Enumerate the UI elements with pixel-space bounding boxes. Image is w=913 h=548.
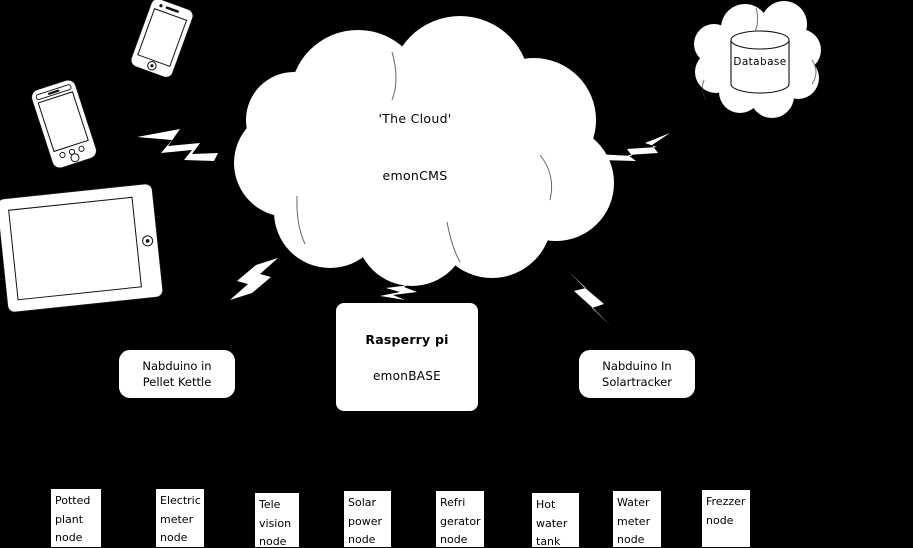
node-label-line: node [259, 535, 287, 548]
node-label-line: Frezzer [706, 495, 746, 508]
node-label-line: node [440, 533, 468, 546]
cloud-title: 'The Cloud' [378, 111, 452, 126]
tablet-icon [0, 183, 164, 313]
water-meter-node[interactable]: Water meter node [612, 490, 662, 548]
television-node[interactable]: Tele vision node [254, 492, 300, 548]
node-label-line: Solar [348, 496, 377, 509]
node-label-line: meter [160, 512, 194, 526]
node-label-line: plant [55, 512, 84, 526]
node-label-line: node [348, 533, 376, 546]
node-label-line: node [55, 531, 83, 544]
node-label-line: meter [617, 514, 651, 528]
node-label-line: Electric [160, 494, 201, 507]
nabduino-pellet-kettle-node[interactable]: Nabduino in Pellet Kettle [118, 349, 236, 399]
electric-meter-node[interactable]: Electric meter node [155, 488, 205, 548]
bolt-phones-to-cloud [137, 129, 218, 161]
node-label-line: vision [259, 516, 292, 530]
node-label-line: tank [536, 535, 561, 548]
pill-line-1: Nabduino In [602, 359, 672, 373]
node-label-line: Water [617, 496, 650, 509]
node-label-line: Refri [440, 496, 466, 509]
nabduino-solartracker-node[interactable]: Nabduino In Solartracker [578, 349, 696, 399]
pill-line-1: Nabduino in [142, 359, 212, 373]
pill-line-2: Pellet Kettle [142, 375, 212, 389]
solar-power-node[interactable]: Solar power node [343, 490, 392, 548]
node-label-line: water [536, 516, 568, 530]
raspberry-pi-title: Rasperry pi [365, 332, 449, 347]
bolt-cloud-to-database [596, 133, 670, 161]
smartphone-left-icon [31, 79, 97, 169]
database-cloud [694, 1, 821, 118]
bolt-cloud-to-rpi [380, 277, 423, 300]
database-cylinder-icon [730, 30, 790, 94]
bolt-cloud-to-solartracker [568, 271, 610, 325]
node-label-line: node [160, 531, 188, 544]
node-label-line: Tele [259, 498, 281, 511]
database-label: Database [733, 56, 787, 68]
pill-line-2: Solartracker [602, 375, 672, 389]
refrigerator-node[interactable]: Refri gerator node [435, 490, 485, 548]
bolt-tablet-to-kettle [230, 258, 278, 300]
cloud-subtitle: emonCMS [382, 168, 448, 183]
node-label-line: power [348, 514, 382, 528]
hot-water-tank-node[interactable]: Hot water tank [531, 492, 580, 548]
smartphone-top-icon [130, 0, 194, 78]
raspberry-pi-subtitle: emonBASE [372, 369, 442, 383]
potted-plant-node[interactable]: Potted plant node [50, 488, 102, 548]
the-cloud [234, 16, 614, 286]
node-label-line: Hot [536, 498, 556, 511]
node-label-line: node [706, 513, 734, 527]
raspberry-pi-box[interactable]: Rasperry pi emonBASE [335, 302, 479, 412]
node-label-line: node [617, 533, 645, 546]
frezzer-node[interactable]: Frezzer node [701, 489, 751, 548]
node-label-line: gerator [440, 514, 481, 528]
node-label-line: Potted [55, 494, 91, 507]
